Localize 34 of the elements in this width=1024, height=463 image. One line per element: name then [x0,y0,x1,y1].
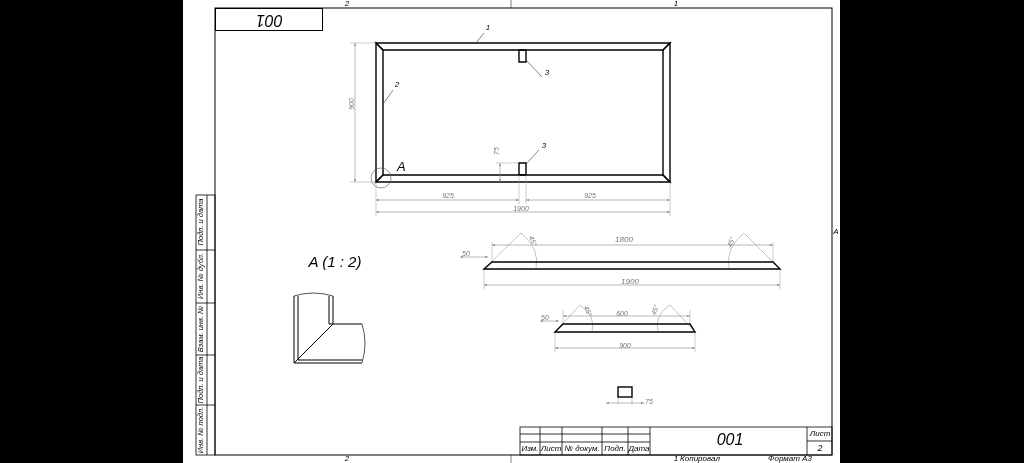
callout-number: 2 [394,81,400,89]
zone-letter: A [833,228,839,236]
leader-line [475,32,485,44]
title-block-text: Изм. [521,445,539,453]
drawing-number: 001 [716,432,744,448]
zone-number: 1 [673,0,679,8]
dimension-value: 1800 [615,236,633,244]
dimension-value: 1900 [621,278,639,286]
title-block-text: Дата [628,445,650,453]
zone-number: 2 [344,0,350,8]
callout-number: 3 [544,69,550,77]
detail-view-title: A (1 : 2) [308,253,362,269]
mounting-block [518,162,527,176]
drawing-number: 001 [255,11,283,28]
leader-line [525,59,543,78]
zone-number: 2 [344,455,350,463]
frame-rail [375,41,384,184]
stamp-text: Формат A3 [768,455,812,463]
callout-number: 3 [541,142,547,150]
leader-line [525,149,540,165]
title-block-text: Лист [809,430,831,438]
detail-circle [370,167,392,189]
title-block-text: Подп. [604,445,626,453]
title-block-text: № докум. [564,445,600,453]
stamp-text: Копировал [680,455,720,463]
mounting-block [518,49,527,63]
view-marker-letter: A [397,160,406,173]
zone-number: 1 [673,455,679,463]
title-block-text: Лист [540,445,562,453]
title-block-text: 2 [817,443,823,453]
frame-rail [374,42,672,51]
callout-number: 1 [485,24,491,32]
drawing-number-box [215,8,323,31]
leader-line [382,89,394,105]
